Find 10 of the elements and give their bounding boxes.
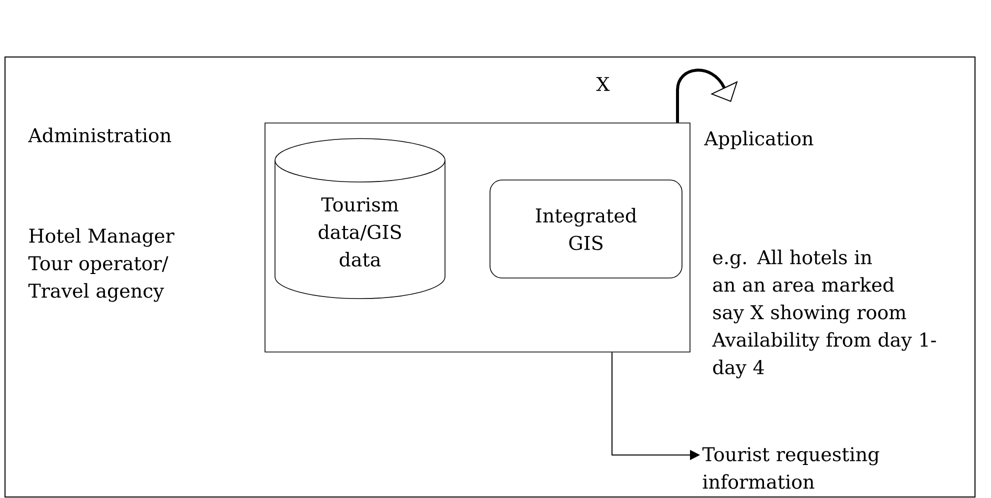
database-cylinder: Tourism data/GIS data	[274, 138, 446, 299]
process-box: Integrated GIS	[490, 180, 682, 278]
system-box	[264, 122, 690, 352]
node-text: Tourist requesting information	[702, 447, 880, 489]
u-turn-arrow	[676, 68, 738, 123]
label-text: Application	[704, 130, 814, 150]
annotation-text: e.g. All hotels in an an area marked say X showing room Availability from day 1-day 4	[712, 250, 936, 378]
edge-label: X	[596, 77, 610, 91]
label-text: Hotel Manager Tour operator/ Travel agency	[28, 228, 174, 302]
label-text: Administration	[28, 128, 172, 142]
